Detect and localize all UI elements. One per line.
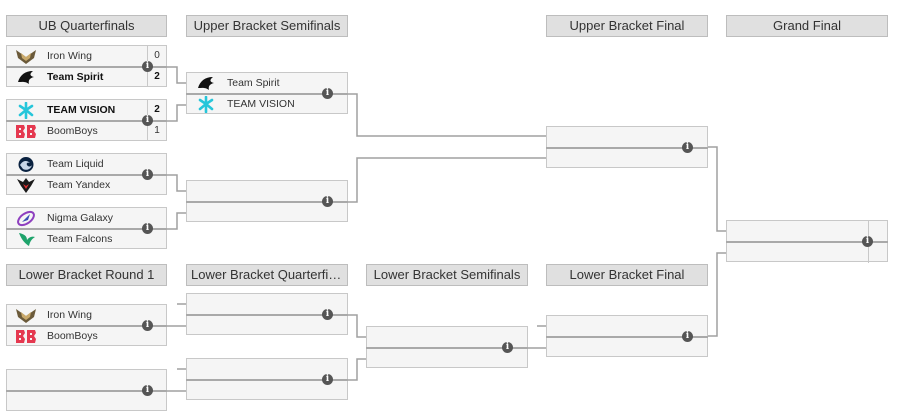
header-ub-final: Upper Bracket Final (546, 15, 708, 37)
match-slot-team2[interactable]: Team Falcons (6, 228, 167, 249)
match-ub-final[interactable]: i (546, 126, 708, 169)
match-lbsf[interactable]: i (366, 326, 528, 369)
match-info-icon[interactable]: i (322, 309, 333, 320)
iron-wing-logo (16, 309, 36, 323)
team-spirit-logo (198, 77, 214, 90)
nigma-galaxy-logo (17, 210, 35, 227)
match-slot-team1[interactable] (186, 293, 348, 314)
match-info-icon[interactable]: i (142, 320, 153, 331)
match-info-icon[interactable]: i (142, 115, 153, 126)
match-info-icon[interactable]: i (862, 236, 873, 247)
team-name: Nigma Galaxy (47, 212, 113, 224)
team-vision-logo (18, 102, 34, 119)
team-name: Team Falcons (47, 233, 113, 245)
header-ub-semifinals: Upper Bracket Semifinals (186, 15, 348, 37)
match-slot-team1[interactable]: Iron Wing 0 (6, 45, 167, 66)
header-lb-semifinals: Lower Bracket Semifinals (366, 264, 528, 286)
header-lb-quarterfinals: Lower Bracket Quarterfinals (186, 264, 348, 286)
team-spirit-logo (18, 71, 34, 84)
team-falcons-logo (19, 233, 35, 246)
match-slot-team1[interactable] (546, 126, 708, 147)
team-name: BoomBoys (47, 125, 98, 137)
match-info-icon[interactable]: i (322, 88, 333, 99)
team-name: Team Spirit (227, 77, 280, 89)
match-lb-final[interactable]: i (546, 315, 708, 358)
match-divider (186, 201, 348, 203)
team-name: Iron Wing (47, 309, 92, 321)
team-liquid-logo (18, 157, 34, 172)
team-name: Iron Wing (47, 50, 92, 62)
match-divider (186, 314, 348, 316)
team-score: 0 (147, 46, 166, 66)
match-ubqf3[interactable]: Team Liquid Team Yandex i (6, 153, 167, 196)
match-info-icon[interactable]: i (682, 331, 693, 342)
team-name: Team Liquid (47, 158, 104, 170)
match-slot-team1[interactable] (366, 326, 528, 347)
match-info-icon[interactable]: i (142, 223, 153, 234)
header-ub-quarterfinals: UB Quarterfinals (6, 15, 167, 37)
match-info-icon[interactable]: i (142, 169, 153, 180)
match-lbr1-1[interactable]: Iron Wing BoomBoys i (6, 304, 167, 347)
match-slot-team1[interactable] (186, 180, 348, 201)
team-name: TEAM VISION (47, 104, 116, 116)
match-divider (726, 241, 888, 243)
boomboys-logo (16, 125, 36, 138)
match-ubqf4[interactable]: Nigma Galaxy Team Falcons i (6, 207, 167, 250)
match-slot-team1[interactable]: Team Liquid (6, 153, 167, 174)
match-slot-team1[interactable] (186, 358, 348, 379)
match-ubqf2[interactable]: TEAM VISION 2 BoomBoys 1 i (6, 99, 167, 142)
match-divider (6, 66, 167, 68)
team-score: 2 (147, 100, 166, 120)
match-slot-team2[interactable]: TEAM VISION (186, 93, 348, 114)
team-vision-logo (198, 96, 214, 113)
match-divider (6, 325, 167, 327)
team-yandex-logo (17, 178, 35, 193)
match-divider (366, 347, 528, 349)
match-divider (546, 147, 708, 149)
team-name: TEAM VISION (227, 98, 295, 110)
team-score: 2 (147, 67, 166, 86)
match-ubqf1[interactable]: Iron Wing 0 Team Spirit 2 i (6, 45, 167, 88)
match-info-icon[interactable]: i (682, 142, 693, 153)
match-divider (6, 174, 167, 176)
match-slot-team1[interactable] (726, 220, 888, 241)
match-slot-team1[interactable] (6, 369, 167, 390)
team-score: 1 (147, 121, 166, 140)
match-slot-team1[interactable]: Nigma Galaxy (6, 207, 167, 228)
match-lbqf1[interactable]: i (186, 293, 348, 336)
match-slot-team1[interactable] (546, 315, 708, 336)
match-lbqf2[interactable]: i (186, 358, 348, 401)
match-ubsf2[interactable]: i (186, 180, 348, 223)
match-lbr1-2[interactable]: i (6, 369, 167, 412)
match-divider (6, 228, 167, 230)
match-divider (186, 93, 348, 95)
match-ubsf1[interactable]: Team Spirit TEAM VISION i (186, 72, 348, 115)
match-info-icon[interactable]: i (142, 385, 153, 396)
match-info-icon[interactable]: i (322, 196, 333, 207)
match-slot-team2[interactable]: Team Yandex (6, 174, 167, 195)
match-divider (6, 390, 167, 392)
match-divider (186, 379, 348, 381)
team-name: BoomBoys (47, 330, 98, 342)
match-divider (6, 120, 167, 122)
header-grand-final: Grand Final (726, 15, 888, 37)
match-slot-team2[interactable]: BoomBoys 1 (6, 120, 167, 141)
team-name: Team Spirit (47, 71, 104, 83)
header-lb-final: Lower Bracket Final (546, 264, 708, 286)
boomboys-logo (16, 330, 36, 343)
team-name: Team Yandex (47, 179, 111, 191)
match-slot-team1[interactable]: Iron Wing (6, 304, 167, 325)
match-slot-team1[interactable]: TEAM VISION 2 (6, 99, 167, 120)
match-info-icon[interactable]: i (502, 342, 513, 353)
header-lb-round1: Lower Bracket Round 1 (6, 264, 167, 286)
match-info-icon[interactable]: i (322, 374, 333, 385)
iron-wing-logo (16, 50, 36, 64)
match-slot-team1[interactable]: Team Spirit (186, 72, 348, 93)
match-divider (546, 336, 708, 338)
match-grand-final[interactable]: i (726, 220, 888, 263)
match-info-icon[interactable]: i (142, 61, 153, 72)
